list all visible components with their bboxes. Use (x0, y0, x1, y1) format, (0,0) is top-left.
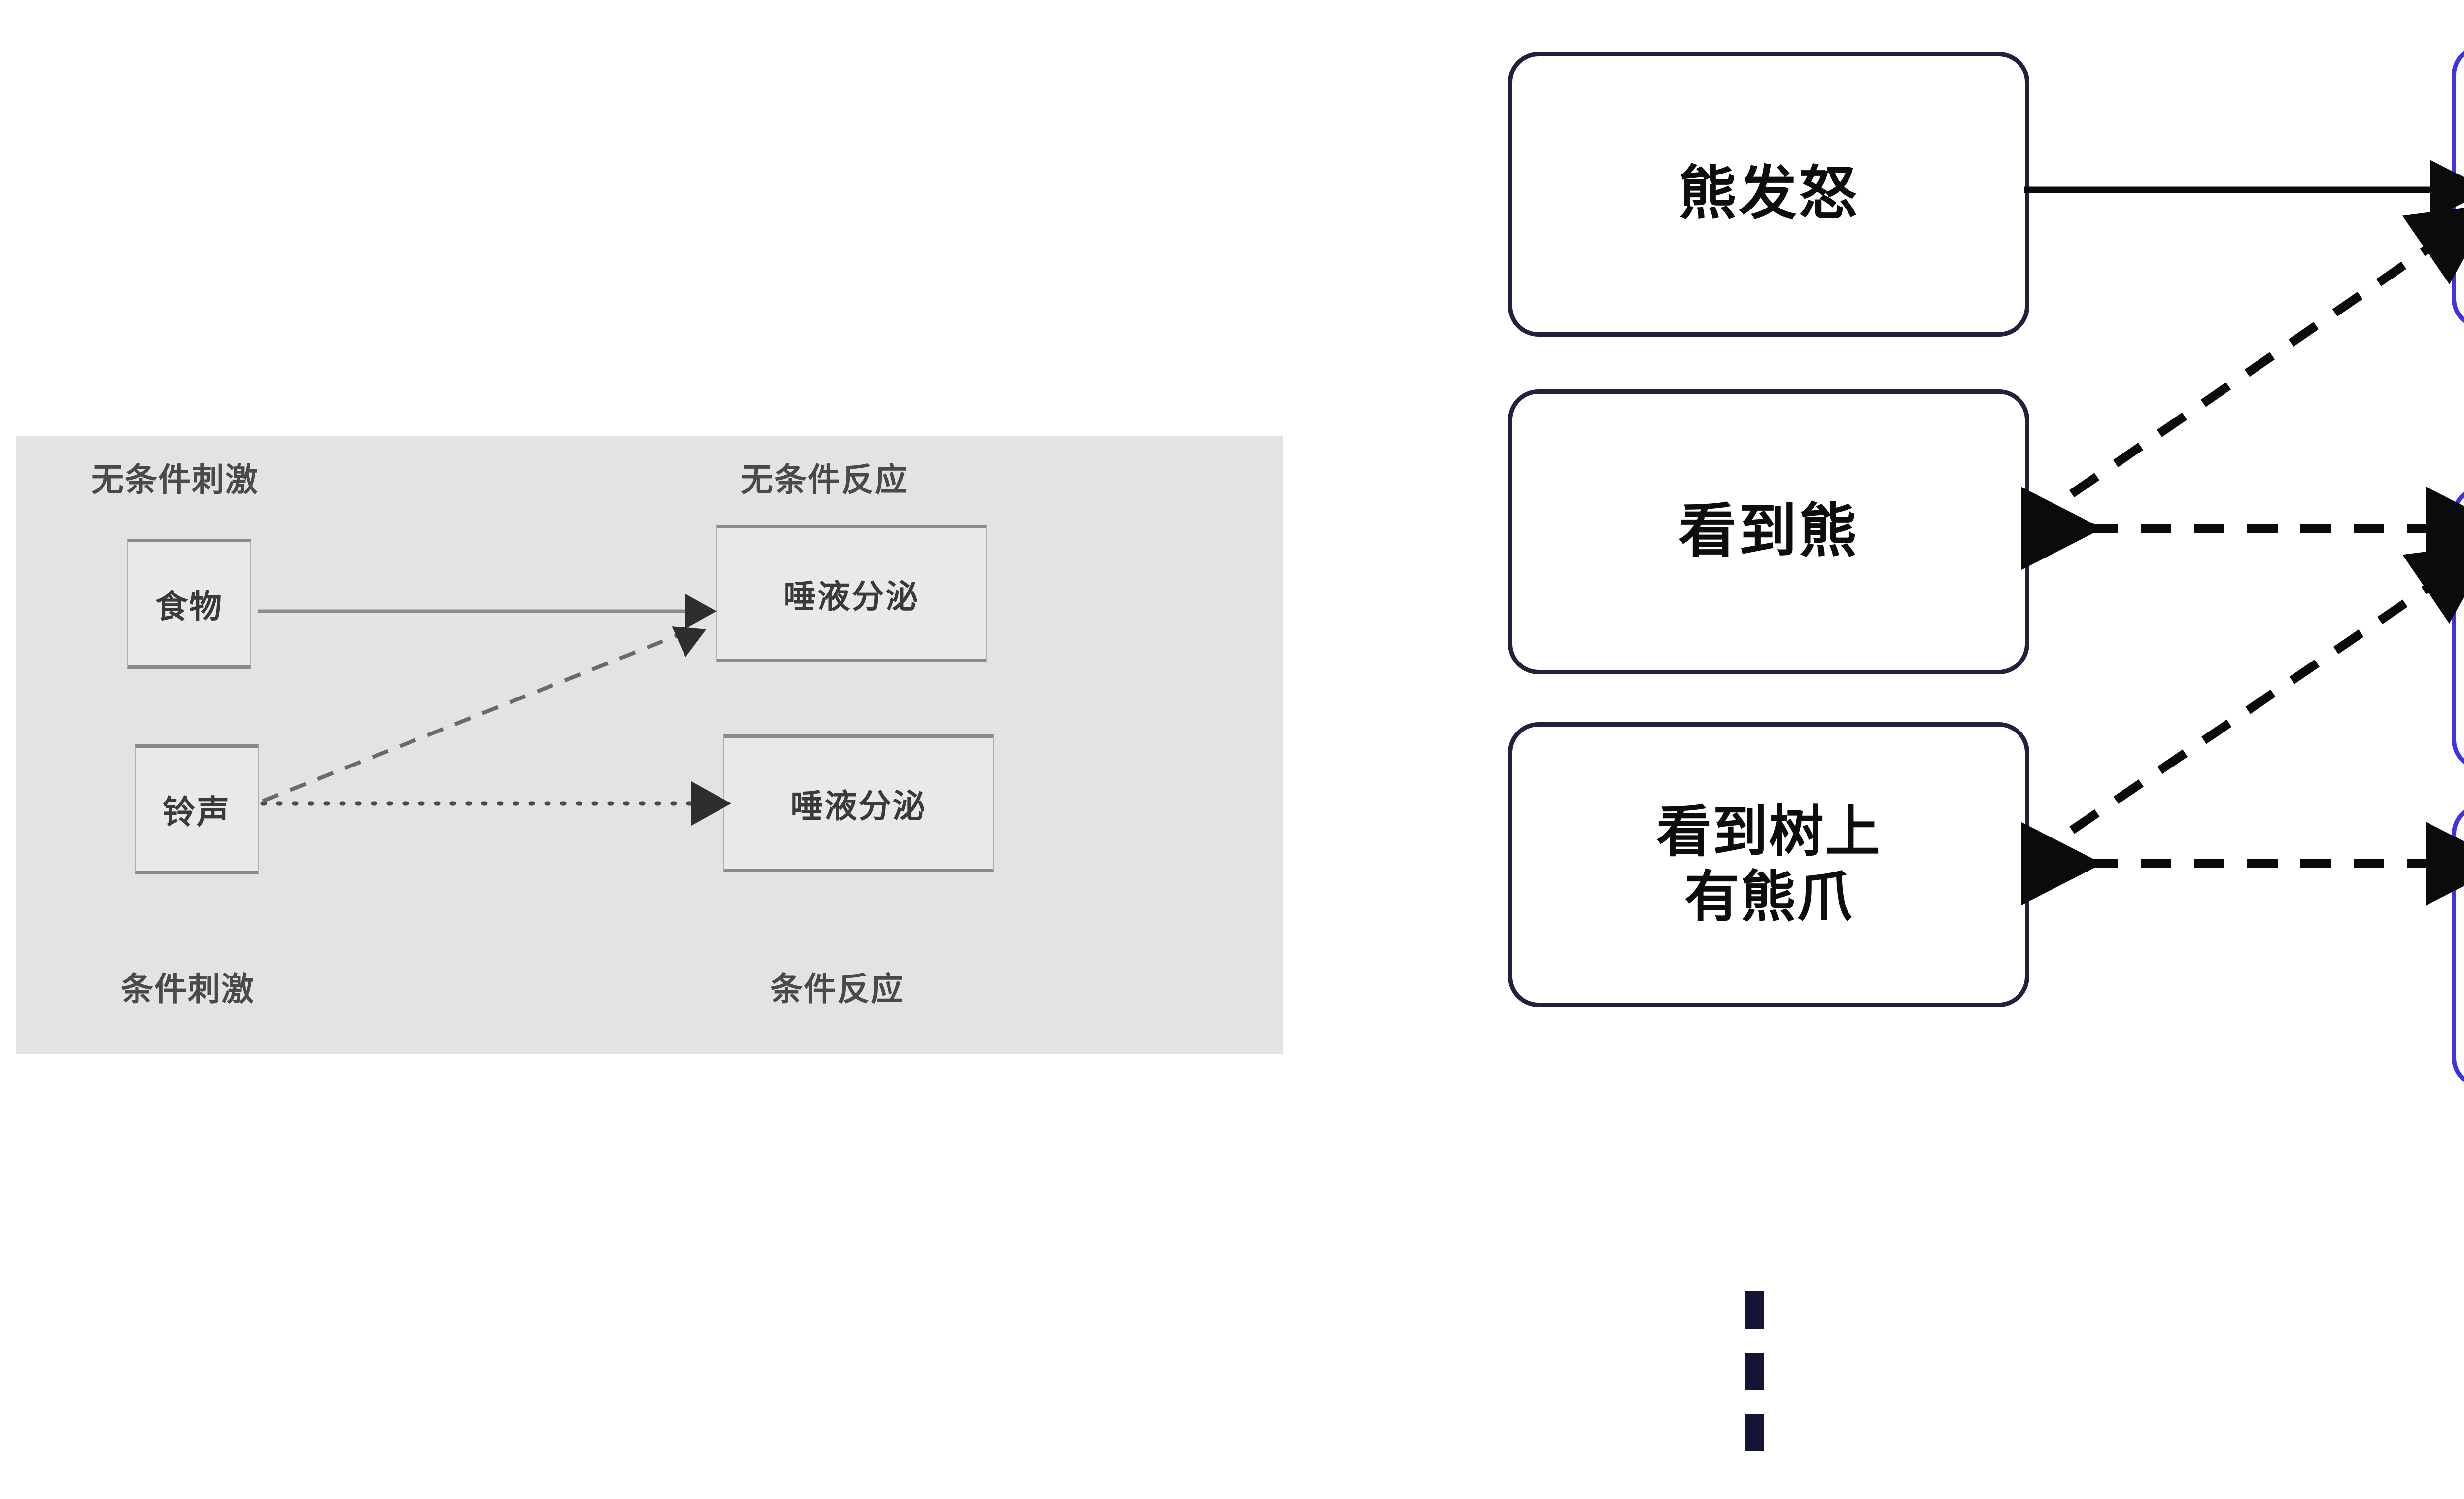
arrow-bell-to-unconditioned-salivation (262, 631, 684, 803)
cc-arrow-layer (258, 594, 731, 826)
node-see-claw-on-tree[interactable]: 看到树上 有熊爪 (1508, 722, 2029, 1007)
ellipsis-dot (1745, 1414, 1764, 1451)
node-see-claw-line-1: 看到树上 (1656, 801, 1881, 863)
td-arrow-layer (2021, 159, 2464, 906)
label-conditioned-response: 条件反应 (770, 971, 904, 1007)
node-see-bear[interactable]: 看到熊 (1508, 389, 2029, 674)
cc-box-food: 食物 (127, 539, 251, 669)
node-see-bear-label: 看到熊 (1678, 499, 1859, 564)
node-see-claw-label: 看到树上 有熊爪 (1656, 800, 1881, 930)
cc-box-bell: 铃声 (135, 744, 259, 874)
ellipsis-left-column (1745, 1291, 1764, 1451)
arrow-see-claw-to-value-s-prime (2025, 543, 2464, 864)
label-unconditioned-stimulus: 无条件刺激 (91, 461, 259, 498)
label-unconditioned-response: 无条件反应 (741, 461, 908, 498)
node-bear-angry[interactable]: 熊发怒 (1508, 52, 2029, 337)
node-bear-angry-label: 熊发怒 (1678, 161, 1859, 227)
arrowhead-bell-diagonal (672, 626, 706, 657)
classical-conditioning-panel: 无条件刺激 无条件反应 条件刺激 条件反应 食物 铃声 唾液分泌 唾液分泌 (16, 436, 1283, 1054)
ellipsis-dot (1745, 1291, 1764, 1329)
label-conditioned-stimulus: 条件刺激 (121, 971, 255, 1007)
node-see-claw-line-2: 有熊爪 (1684, 866, 1853, 928)
cc-box-salivation-unconditioned: 唾液分泌 (716, 525, 987, 662)
ellipsis-dot (1745, 1353, 1764, 1390)
arrow-see-bear-to-reward (2025, 204, 2464, 528)
cc-box-salivation-conditioned: 唾液分泌 (723, 734, 994, 872)
